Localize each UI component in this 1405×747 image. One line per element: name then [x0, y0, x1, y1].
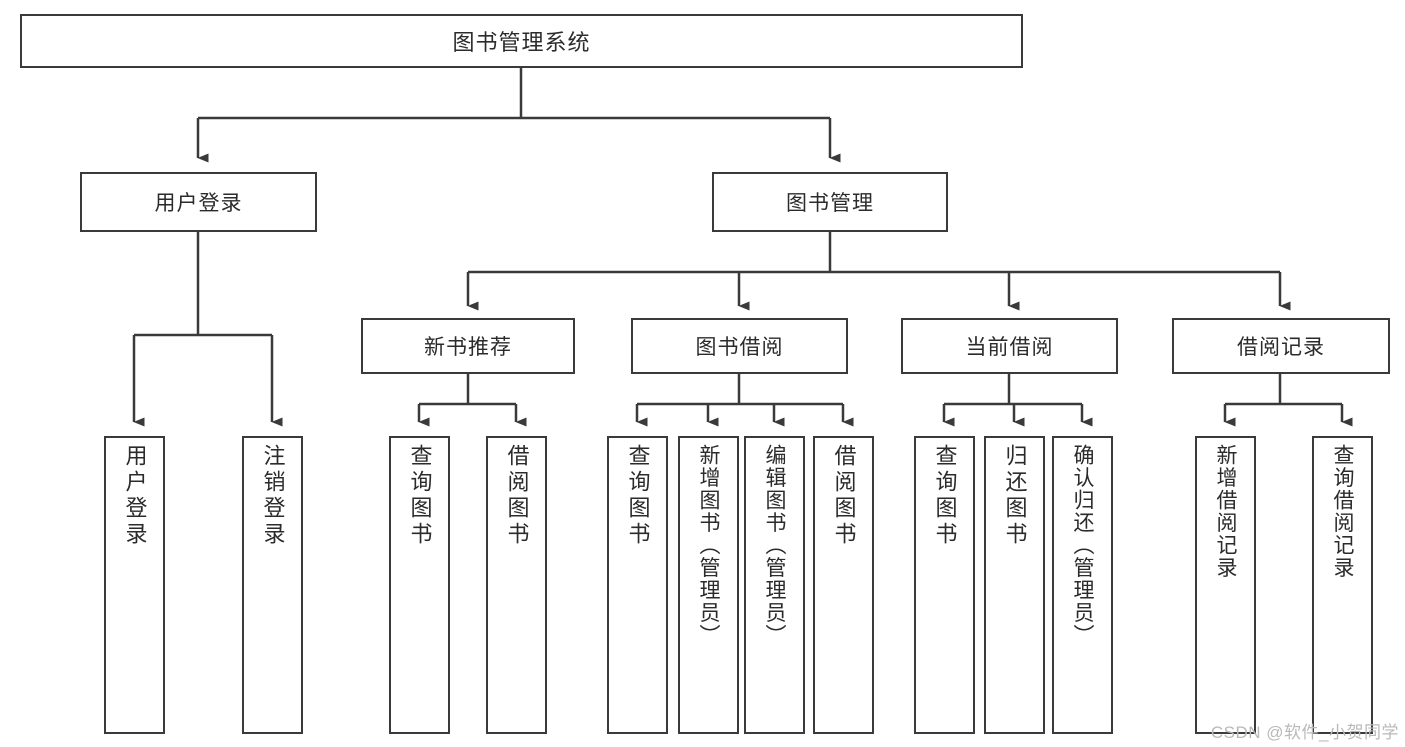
node-leaf-edit-book-admin[interactable]: 编辑图书（管理员）: [744, 436, 805, 734]
node-leaf-add-borrow-record[interactable]: 新增借阅记录: [1195, 436, 1256, 734]
node-leaf-query-book-2[interactable]: 查询图书: [607, 436, 668, 734]
node-book-borrow-label: 图书借阅: [695, 336, 784, 359]
node-leaf-query-book-2-label: 查询图书: [625, 444, 651, 548]
node-book-management[interactable]: 图书管理: [712, 172, 948, 232]
node-leaf-query-book-1[interactable]: 查询图书: [389, 436, 450, 734]
node-leaf-query-borrow-record[interactable]: 查询借阅记录: [1312, 436, 1373, 734]
node-leaf-query-borrow-record-label: 查询借阅记录: [1331, 444, 1354, 579]
node-leaf-user-login-label: 用户登录: [122, 444, 148, 548]
node-leaf-query-book-3-label: 查询图书: [932, 444, 958, 548]
node-leaf-borrow-book-1[interactable]: 借阅图书: [486, 436, 547, 734]
node-borrow-record-label: 借阅记录: [1237, 336, 1325, 359]
node-leaf-return-book-label: 归还图书: [1002, 444, 1028, 548]
node-borrow-record[interactable]: 借阅记录: [1172, 318, 1390, 374]
node-leaf-add-borrow-record-label: 新增借阅记录: [1214, 444, 1237, 579]
node-leaf-return-book[interactable]: 归还图书: [984, 436, 1045, 734]
node-leaf-edit-book-admin-label: 编辑图书（管理员）: [763, 444, 786, 647]
node-leaf-add-book-admin[interactable]: 新增图书（管理员）: [678, 436, 739, 734]
node-leaf-confirm-return-admin[interactable]: 确认归还（管理员）: [1052, 436, 1113, 734]
node-book-borrow[interactable]: 图书借阅: [631, 318, 848, 374]
node-current-borrow[interactable]: 当前借阅: [901, 318, 1118, 374]
watermark: CSDN @软件_小贺同学: [1210, 723, 1399, 742]
node-leaf-query-book-3[interactable]: 查询图书: [914, 436, 975, 734]
node-leaf-query-book-1-label: 查询图书: [407, 444, 433, 548]
node-current-borrow-label: 当前借阅: [965, 336, 1054, 359]
node-leaf-logout[interactable]: 注销登录: [242, 436, 303, 734]
node-leaf-borrow-book-1-label: 借阅图书: [504, 444, 530, 548]
node-root[interactable]: 图书管理系统: [20, 14, 1023, 68]
node-root-label: 图书管理系统: [452, 30, 591, 55]
node-leaf-user-login[interactable]: 用户登录: [104, 436, 165, 734]
node-leaf-borrow-book-2-label: 借阅图书: [831, 444, 857, 548]
node-book-management-label: 图书管理: [786, 192, 874, 215]
node-user-login-label: 用户登录: [154, 192, 243, 215]
node-user-login[interactable]: 用户登录: [80, 172, 317, 232]
node-new-book-recommend[interactable]: 新书推荐: [361, 318, 575, 374]
node-leaf-confirm-return-admin-label: 确认归还（管理员）: [1071, 444, 1094, 647]
node-leaf-logout-label: 注销登录: [260, 444, 286, 548]
node-leaf-add-book-admin-label: 新增图书（管理员）: [697, 444, 720, 647]
node-new-book-recommend-label: 新书推荐: [424, 336, 512, 359]
node-leaf-borrow-book-2[interactable]: 借阅图书: [813, 436, 874, 734]
